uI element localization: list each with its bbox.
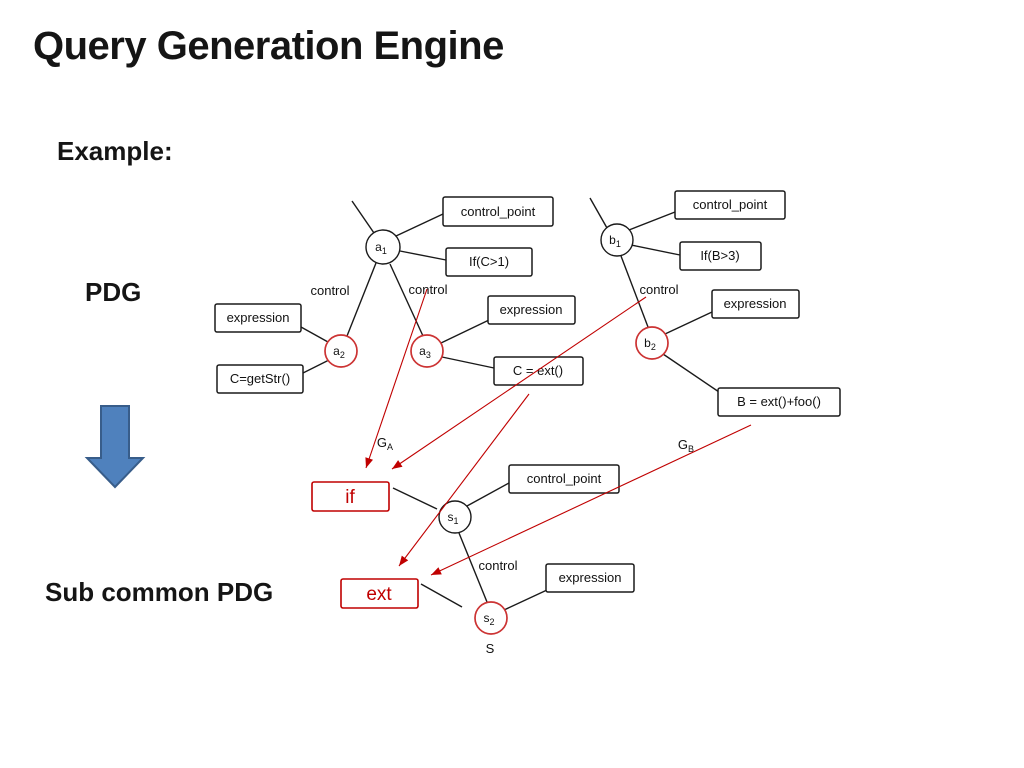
sub-graph-label: S xyxy=(486,641,495,656)
svg-text:C=getStr(): C=getStr() xyxy=(230,371,290,386)
box-expression-a-right: expression xyxy=(487,295,576,325)
svg-text:If(B>3): If(B>3) xyxy=(700,248,739,263)
box-b-ext-foo: B = ext()+foo() xyxy=(717,387,841,417)
box-control-point-a: control_point xyxy=(442,196,554,227)
box-getstr-a: C=getStr() xyxy=(216,364,304,394)
node-a3: a3 xyxy=(410,334,444,368)
svg-text:control_point: control_point xyxy=(527,471,602,486)
edge-label-control-a1-a3: control xyxy=(408,282,447,297)
arrowhead-bext-to-ext xyxy=(431,567,442,575)
svg-text:control_point: control_point xyxy=(461,204,536,219)
node-b1: b1 xyxy=(600,223,634,257)
pdg-label: PDG xyxy=(85,277,142,307)
sub-common-pdg-label: Sub common PDG xyxy=(45,577,274,607)
box-expression-b: expression xyxy=(711,289,800,319)
arrowhead-cext-to-ext xyxy=(399,555,409,566)
node-b2: b2 xyxy=(635,326,669,360)
arrow-cext-to-ext xyxy=(398,393,530,567)
box-ext-red: ext xyxy=(340,578,419,609)
box-if-condition-b: If(B>3) xyxy=(679,241,762,271)
graph-a-label: GA xyxy=(377,435,393,452)
arrow-bext-to-ext xyxy=(430,424,752,576)
svg-text:If(C>1): If(C>1) xyxy=(469,254,509,269)
arrowhead-a3-to-if xyxy=(365,457,373,468)
node-s2: s2 xyxy=(474,601,508,635)
graph-b-label: GB xyxy=(678,437,694,454)
svg-text:expression: expression xyxy=(559,570,622,585)
node-a1: a1 xyxy=(365,229,401,265)
edge-label-control-b1-b2: control xyxy=(639,282,678,297)
arrowhead-b2-to-if xyxy=(392,460,403,469)
box-if-condition-a: If(C>1) xyxy=(445,247,533,277)
svg-text:a1: a1 xyxy=(375,240,387,256)
edge-label-control-s1-s2: control xyxy=(478,558,517,573)
graph-a-edges xyxy=(300,200,495,374)
arrow-a3-to-if xyxy=(365,288,428,469)
edge-label-control-a1-a2: control xyxy=(310,283,349,298)
svg-text:expression: expression xyxy=(724,296,787,311)
svg-text:b1: b1 xyxy=(609,233,621,249)
box-expression-a-left: expression xyxy=(214,303,302,333)
mapping-arrows xyxy=(365,288,752,576)
svg-text:a2: a2 xyxy=(333,344,345,360)
box-if-red: if xyxy=(311,481,390,512)
svg-text:a3: a3 xyxy=(419,344,431,360)
node-s1: s1 xyxy=(438,500,472,534)
sub-common-graph: control_point expression if ext control … xyxy=(311,464,635,656)
sub-graph-edges xyxy=(392,482,548,611)
graph-a: control_point If(C>1) expression C=getSt… xyxy=(214,196,584,452)
svg-text:B = ext()+foo(): B = ext()+foo() xyxy=(737,394,821,409)
slide-title: Query Generation Engine xyxy=(33,24,504,68)
svg-text:expression: expression xyxy=(500,302,563,317)
box-expression-s: expression xyxy=(545,563,635,593)
svg-text:control_point: control_point xyxy=(693,197,768,212)
svg-text:b2: b2 xyxy=(644,336,656,352)
node-a2: a2 xyxy=(324,334,358,368)
example-label: Example: xyxy=(57,136,173,166)
svg-text:s2: s2 xyxy=(483,611,494,627)
svg-text:ext: ext xyxy=(366,584,392,605)
graph-b-edges xyxy=(589,197,720,393)
graph-b: control_point If(B>3) expression B = ext… xyxy=(589,190,841,454)
box-c-ext-a: C = ext() xyxy=(493,356,584,386)
svg-text:expression: expression xyxy=(227,310,290,325)
svg-text:s1: s1 xyxy=(447,510,458,526)
box-control-point-s: control_point xyxy=(508,464,620,494)
box-control-point-b: control_point xyxy=(674,190,786,220)
arrow-b2-to-if xyxy=(391,296,647,470)
down-arrow xyxy=(84,405,146,489)
svg-text:if: if xyxy=(345,487,355,508)
